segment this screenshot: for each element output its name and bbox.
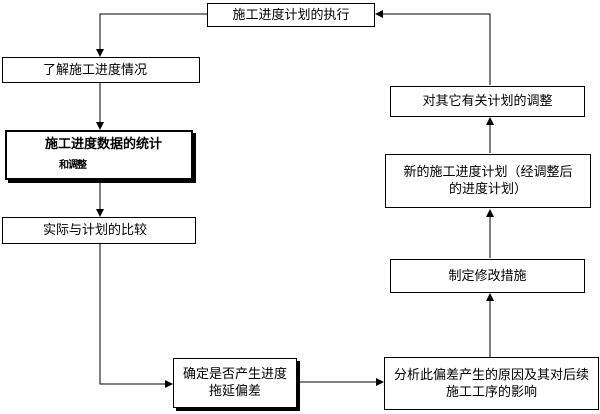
node-actual-vs-plan: 实际与计划的比较: [2, 217, 196, 244]
node-determine-delay: 确定是否产生进度 拖延偏差: [173, 358, 297, 408]
node-modification-measures-label: 制定修改措施: [448, 268, 527, 284]
node-understand-progress: 了解施工进度情况: [2, 57, 200, 83]
node-analyze-causes-line2: 施工工序的影响: [445, 384, 537, 400]
node-determine-delay-line2: 拖延偏差: [208, 384, 261, 399]
node-actual-vs-plan-label: 实际与计划的比较: [43, 223, 148, 238]
node-progress-statistics-label: 施工进度数据的统计: [45, 137, 163, 152]
node-progress-statistics-sublabel: 和调整: [59, 160, 87, 171]
node-plan-execution: 施工进度计划的执行: [207, 3, 375, 27]
node-adjust-related-plans-label: 对其它有关计划的调整: [422, 94, 553, 109]
node-adjust-related-plans: 对其它有关计划的调整: [390, 86, 585, 117]
node-new-schedule: 新的施工进度计划（经调整后 的进度计划）: [385, 154, 591, 208]
node-new-schedule-line1: 新的施工进度计划（经调整后: [403, 165, 573, 180]
arrow-execute-to-understand: [96, 13, 207, 57]
node-progress-statistics: 施工进度数据的统计 和调整: [5, 130, 193, 180]
node-understand-progress-label: 了解施工进度情况: [43, 62, 148, 78]
node-plan-execution-label: 施工进度计划的执行: [232, 7, 350, 23]
node-analyze-causes: 分析此偏差产生的原因及其对后续 施工工序的影响: [384, 357, 599, 410]
node-analyze-causes-line1: 分析此偏差产生的原因及其对后续: [393, 367, 589, 383]
node-new-schedule-line2: 的进度计划）: [448, 182, 527, 197]
arrow-compare-to-determine: [99, 244, 173, 388]
node-determine-delay-line1: 确定是否产生进度: [182, 367, 287, 382]
node-modification-measures: 制定修改措施: [390, 259, 585, 293]
arrow-adjust-to-execute: [375, 10, 491, 85]
